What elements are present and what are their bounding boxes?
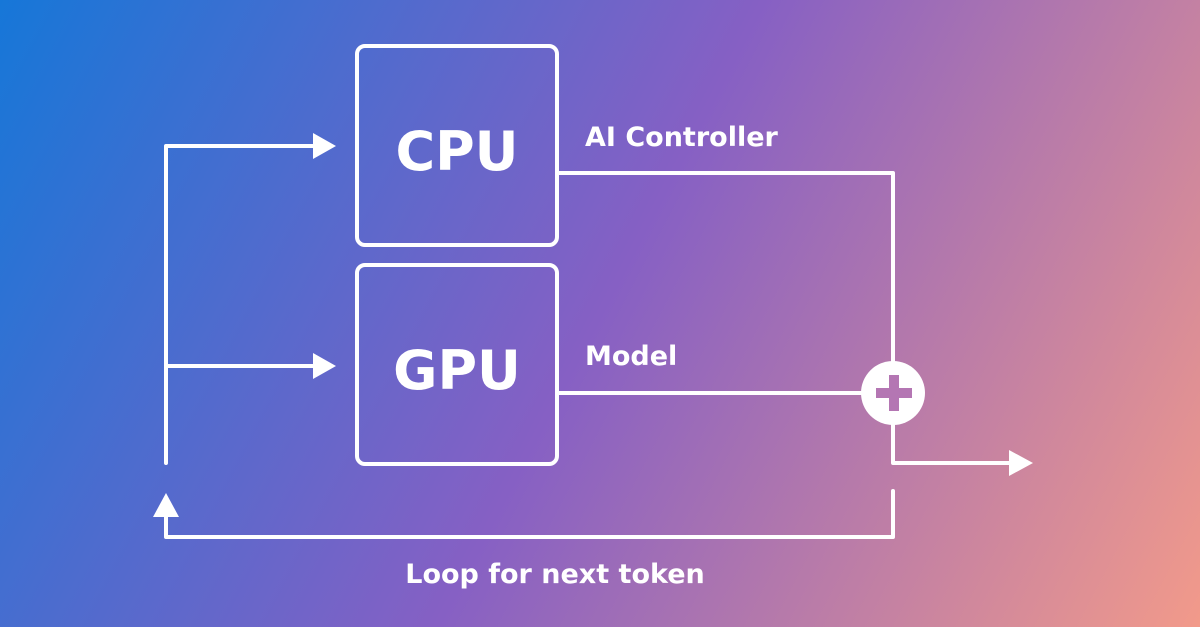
model-label: Model (585, 341, 677, 372)
loop-arrow-up-icon (153, 493, 179, 517)
input-split-line (164, 144, 318, 465)
cpu-output-line (557, 171, 895, 364)
output-arrow-icon (1009, 450, 1033, 476)
gpu-box (355, 263, 559, 466)
arrow-to-cpu-icon (313, 133, 336, 159)
cpu-box (355, 44, 559, 247)
gpu-label: GPU (393, 339, 521, 402)
loop-label: Loop for next token (405, 559, 705, 590)
cpu-label: CPU (395, 120, 518, 183)
loop-back-line (164, 489, 895, 539)
plus-circle-icon (861, 361, 925, 425)
ai-controller-label: AI Controller (585, 122, 779, 153)
final-output-line (891, 422, 1014, 465)
arrow-to-gpu-icon (313, 353, 336, 379)
